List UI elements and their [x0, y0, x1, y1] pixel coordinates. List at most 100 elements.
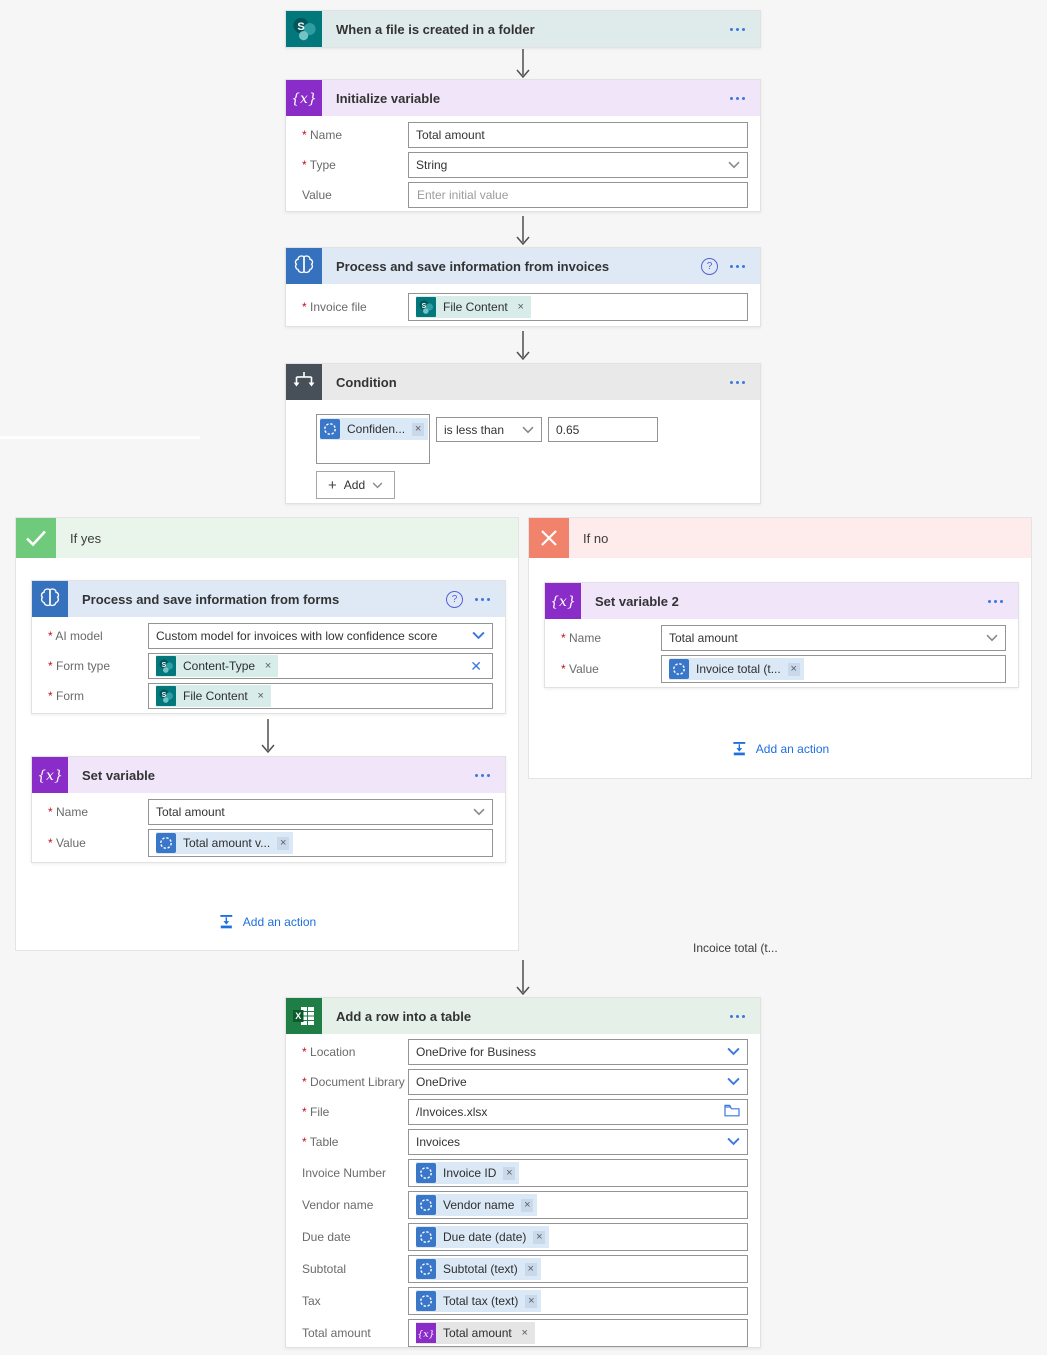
folder-browse-icon[interactable]: [724, 1104, 740, 1120]
token-label: Total tax (text): [443, 1294, 519, 1308]
if-no-header[interactable]: If no: [529, 518, 1031, 558]
remove-token-icon[interactable]: ×: [264, 659, 272, 672]
condition-header[interactable]: Condition: [286, 364, 760, 400]
field-label: Total amount: [302, 1326, 371, 1340]
file-content-token[interactable]: S File Content ×: [156, 685, 271, 707]
condition-operand-input[interactable]: Confiden... ×: [316, 414, 430, 464]
variable-value-input[interactable]: [408, 182, 748, 208]
field-label: Tax: [302, 1294, 321, 1308]
remove-token-icon[interactable]: ×: [503, 1166, 516, 1180]
variable-name-dropdown[interactable]: Total amount: [148, 799, 493, 825]
remove-token-icon[interactable]: ×: [412, 422, 425, 436]
svg-text:S: S: [422, 303, 427, 310]
subtotal-token[interactable]: Subtotal (text) ×: [416, 1258, 541, 1280]
connector-arrow: [516, 49, 530, 78]
total-tax-token[interactable]: Total tax (text) ×: [416, 1290, 542, 1312]
add-action-icon: [733, 742, 746, 756]
set-variable-2-header[interactable]: {x} Set variable 2: [545, 583, 1018, 619]
vendor-name-token[interactable]: Vendor name ×: [416, 1194, 538, 1216]
vendor-name-input[interactable]: Vendor name ×: [408, 1191, 748, 1219]
remove-token-icon[interactable]: ×: [525, 1294, 538, 1308]
form-input[interactable]: S File Content ×: [148, 683, 493, 709]
remove-token-icon[interactable]: ×: [521, 1198, 534, 1212]
invoice-total-token[interactable]: Invoice total (t... ×: [669, 658, 804, 680]
content-type-token[interactable]: S Content-Type ×: [156, 655, 279, 677]
table-dropdown[interactable]: Invoices: [408, 1129, 748, 1155]
variable-value-input[interactable]: Total amount v... ×: [148, 829, 493, 857]
set-variable-header[interactable]: {x} Set variable: [32, 757, 505, 793]
more-menu-icon[interactable]: [728, 93, 747, 104]
if-yes-header[interactable]: If yes: [16, 518, 518, 558]
remove-token-icon[interactable]: ×: [787, 662, 800, 676]
due-date-token[interactable]: Due date (date) ×: [416, 1226, 550, 1248]
add-row-header[interactable]: X Add a row into a table: [286, 998, 760, 1034]
initialize-variable-header[interactable]: {x} Initialize variable: [286, 80, 760, 116]
variable-name-dropdown[interactable]: Total amount: [661, 625, 1006, 651]
condition-add-button[interactable]: + Add: [316, 471, 396, 499]
sharepoint-icon: S: [156, 686, 176, 706]
file-picker-input[interactable]: /Invoices.xlsx: [408, 1099, 748, 1125]
add-action-button[interactable]: Add an action: [731, 740, 829, 757]
total-amount-token[interactable]: Total amount v... ×: [156, 832, 294, 854]
variable-name-input[interactable]: Total amount: [408, 122, 748, 148]
help-icon[interactable]: ?: [446, 590, 463, 608]
trigger-card-header[interactable]: S When a file is created in a folder: [286, 11, 760, 47]
remove-token-icon[interactable]: ×: [257, 689, 264, 702]
ai-builder-icon: [320, 419, 340, 439]
more-menu-icon[interactable]: [728, 261, 747, 272]
card-title: Set variable: [82, 767, 155, 783]
remove-token-icon[interactable]: ×: [533, 1230, 546, 1244]
remove-token-icon[interactable]: ×: [517, 300, 524, 313]
invoice-id-token[interactable]: Invoice ID ×: [416, 1162, 520, 1184]
more-menu-icon[interactable]: [473, 594, 492, 605]
if-yes-label: If yes: [56, 518, 518, 558]
help-icon[interactable]: ?: [701, 257, 718, 275]
variable-type-dropdown[interactable]: String: [408, 152, 748, 178]
more-menu-icon[interactable]: [986, 596, 1005, 607]
check-icon: [16, 518, 56, 558]
remove-token-icon[interactable]: ×: [277, 836, 290, 850]
more-menu-icon[interactable]: [728, 24, 747, 35]
field-label: Subtotal: [302, 1262, 347, 1276]
location-dropdown[interactable]: OneDrive for Business: [408, 1039, 748, 1065]
field-label: Invoice Number: [302, 1166, 387, 1180]
ai-builder-icon: [416, 1291, 436, 1311]
due-date-input[interactable]: Due date (date) ×: [408, 1223, 748, 1251]
condition-operator-dropdown[interactable]: is less than: [436, 417, 542, 442]
sharepoint-icon: S: [286, 11, 322, 47]
confidence-token[interactable]: Confiden... ×: [320, 418, 429, 440]
total-amount-variable-token[interactable]: {x} Total amount ×: [416, 1322, 535, 1344]
document-library-dropdown[interactable]: OneDrive: [408, 1069, 748, 1095]
field-value: OneDrive: [416, 1075, 467, 1089]
field-value: Custom model for invoices with low confi…: [156, 629, 438, 643]
sharepoint-icon: S: [416, 297, 436, 317]
more-menu-icon[interactable]: [473, 770, 492, 781]
ai-model-dropdown[interactable]: Custom model for invoices with low confi…: [148, 623, 493, 649]
trigger-title: When a file is created in a folder: [336, 21, 535, 37]
more-menu-icon[interactable]: [728, 377, 747, 388]
token-label: Vendor name: [443, 1198, 515, 1212]
field-label: Value: [48, 836, 148, 850]
process-forms-header[interactable]: Process and save information from forms …: [32, 581, 505, 617]
card-title: Process and save information from invoic…: [336, 258, 610, 274]
file-content-token[interactable]: S File Content ×: [416, 296, 531, 318]
form-type-input[interactable]: S Content-Type × ✕: [148, 653, 493, 679]
invoice-file-input[interactable]: S File Content ×: [408, 293, 748, 321]
svg-text:S: S: [297, 21, 304, 33]
remove-token-icon[interactable]: ×: [524, 1262, 537, 1276]
remove-token-icon[interactable]: ×: [521, 1326, 528, 1339]
svg-text:X: X: [295, 1011, 301, 1021]
trigger-card: S When a file is created in a folder: [285, 10, 761, 48]
connector-arrow: [261, 719, 275, 753]
more-menu-icon[interactable]: [728, 1011, 747, 1022]
tax-input[interactable]: Total tax (text) ×: [408, 1287, 748, 1315]
token-label: Invoice total (t...: [696, 662, 781, 676]
subtotal-input[interactable]: Subtotal (text) ×: [408, 1255, 748, 1283]
condition-value-input[interactable]: 0.65: [548, 417, 658, 442]
clear-field-icon[interactable]: ✕: [470, 657, 482, 674]
total-amount-input[interactable]: {x} Total amount ×: [408, 1319, 748, 1347]
variable-value-input[interactable]: Invoice total (t... ×: [661, 655, 1006, 683]
process-invoices-header[interactable]: Process and save information from invoic…: [286, 248, 760, 284]
add-action-button[interactable]: Add an action: [218, 913, 316, 930]
invoice-number-input[interactable]: Invoice ID ×: [408, 1159, 748, 1187]
